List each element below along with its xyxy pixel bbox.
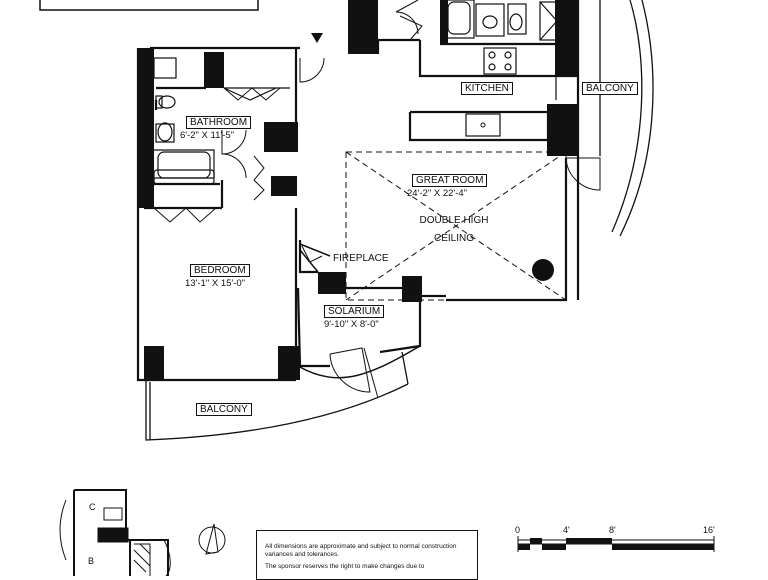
bedroom-dims: 13'-1" X 15'-0" <box>185 278 246 289</box>
great-room-dims: 24'-2" X 22'-4" <box>407 188 468 199</box>
entry-marker <box>311 33 323 43</box>
key-plan <box>59 489 171 576</box>
double-high-line1: DOUBLE HIGH <box>419 215 489 226</box>
scale-tick-4: 4' <box>563 525 570 535</box>
solarium-dims: 9'-10" X 8'-0" <box>324 319 379 330</box>
balcony-east-label: BALCONY <box>582 82 638 95</box>
bathroom-name: BATHROOM <box>186 116 252 129</box>
column-circle <box>532 259 554 281</box>
north-arrow <box>198 523 226 555</box>
keyplan-label-c: C <box>89 502 96 512</box>
kitchen-label: KITCHEN <box>461 82 513 95</box>
great-room-label: GREAT ROOM <box>412 174 488 187</box>
scale-tick-16: 16' <box>703 525 715 535</box>
disclaimer-line1: All dimensions are approximate and subje… <box>265 543 457 558</box>
disclaimer-line2: The sponsor reserves the right to make c… <box>265 563 425 570</box>
bedroom-label: BEDROOM <box>190 264 250 277</box>
double-high-outline <box>345 151 567 301</box>
scale-bar <box>517 536 715 552</box>
fireplace-label: FIREPLACE <box>333 253 389 264</box>
balcony-curves <box>145 0 654 441</box>
scale-tick-8: 8' <box>609 525 616 535</box>
wall-columns <box>138 0 577 380</box>
solarium-label: SOLARIUM <box>324 305 385 318</box>
door-swings <box>153 0 601 399</box>
double-high-line2: CEILING <box>433 233 474 244</box>
scale-tick-0: 0 <box>515 525 521 535</box>
fixtures <box>153 0 575 185</box>
walls <box>39 0 580 382</box>
keyplan-label-b: B <box>88 556 95 566</box>
double-high-ceiling-label: DOUBLE HIGH CEILING <box>406 215 502 244</box>
balcony-south-label: BALCONY <box>196 403 252 416</box>
bathroom-label: BATHROOM <box>186 116 252 129</box>
disclaimer-box: All dimensions are approximate and subje… <box>256 530 478 580</box>
bathroom-dims: 6'-2" X 11'-5" <box>180 130 235 141</box>
